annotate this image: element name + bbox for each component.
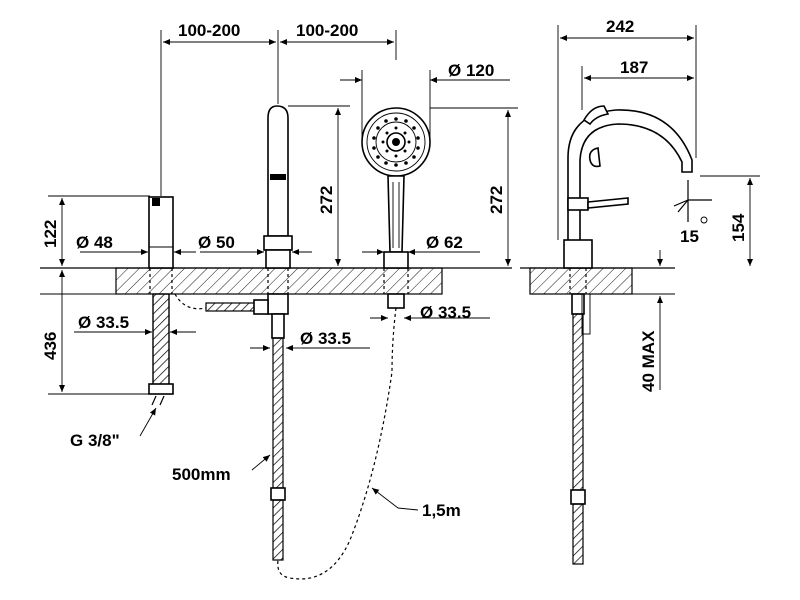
dim-handshower-hole: Ø 33.5 (420, 303, 471, 322)
dim-handshower-height: 272 (487, 186, 506, 214)
deck-side (520, 267, 675, 295)
deck-front (40, 267, 512, 295)
dim-angle: 15 (680, 227, 699, 246)
dimension-labels: 100-200 100-200 Ø 120 242 187 122 Ø 48 Ø… (41, 17, 748, 520)
dim-hose-short: 500mm (172, 465, 231, 484)
dim-spacing-right: 100-200 (296, 21, 358, 40)
mixer-body (148, 196, 174, 406)
dimension-lines (48, 25, 760, 511)
handshower (277, 107, 431, 580)
dim-mixer-hole: Ø 33.5 (78, 313, 129, 332)
dim-below-deck: 436 (41, 332, 60, 360)
dim-spout-dia: Ø 50 (198, 233, 235, 252)
spout-body (174, 105, 293, 561)
dim-spacing-left: 100-200 (178, 21, 240, 40)
spray-nozzles (372, 117, 420, 167)
dim-spout-hole: Ø 33.5 (300, 329, 351, 348)
dim-deck-max: 40 MAX (639, 330, 658, 392)
dim-reach: 187 (620, 58, 648, 77)
dim-hose-long: 1,5m (422, 501, 461, 520)
dim-handshower-dia: Ø 120 (448, 61, 494, 80)
side-spout (563, 105, 693, 565)
dim-mixer-height: 122 (41, 220, 60, 248)
dim-reach-total: 242 (606, 17, 634, 36)
dim-side-height: 154 (729, 213, 748, 242)
dim-spout-height: 272 (317, 186, 336, 214)
dim-handshower-base-dia: Ø 62 (426, 233, 463, 252)
dim-mixer-dia: Ø 48 (76, 233, 113, 252)
angle-indicator (673, 180, 712, 224)
dim-connection: G 3/8" (70, 431, 120, 450)
